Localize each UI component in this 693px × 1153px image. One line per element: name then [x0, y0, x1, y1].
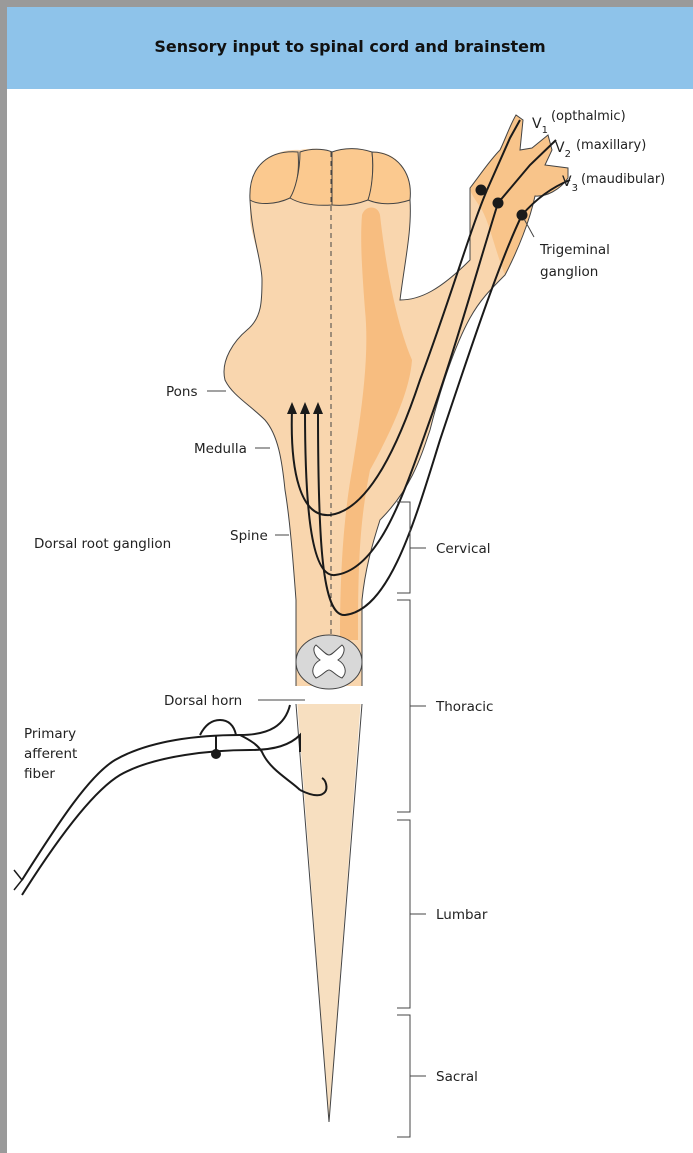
v2-label: V2(maxillary) [555, 138, 646, 160]
cervical-label: Cervical [436, 541, 490, 557]
v1-label: V1(opthalmic) [532, 109, 626, 136]
thoracic-label: Thoracic [435, 699, 493, 715]
primary-afferent-label-1: Primary [24, 726, 76, 742]
primary-afferent-label-3: fiber [24, 766, 55, 782]
v3-label: V3(maudibular) [562, 172, 665, 194]
primary-afferent-label-2: afferent [24, 746, 77, 762]
dorsal-horn-label: Dorsal horn [164, 693, 242, 709]
dorsal-root-ganglion-label: Dorsal root ganglion [34, 536, 171, 552]
brainstem-lobes [250, 149, 410, 206]
spinal-cord-lower [296, 686, 362, 1122]
cord-cross-section [296, 635, 362, 689]
sacral-label: Sacral [436, 1069, 478, 1085]
drg-cell-body [211, 749, 221, 759]
lumbar-label: Lumbar [436, 907, 488, 923]
spine-label: Spine [230, 528, 268, 544]
trigeminal-label-1: Trigeminal [539, 242, 610, 258]
fiber-end [14, 870, 22, 890]
ascending-arrows [287, 402, 323, 414]
trigeminal-label-2: ganglion [540, 264, 598, 280]
medulla-label: Medulla [194, 441, 247, 457]
region-brackets [397, 502, 426, 1137]
pons-label: Pons [166, 384, 198, 400]
